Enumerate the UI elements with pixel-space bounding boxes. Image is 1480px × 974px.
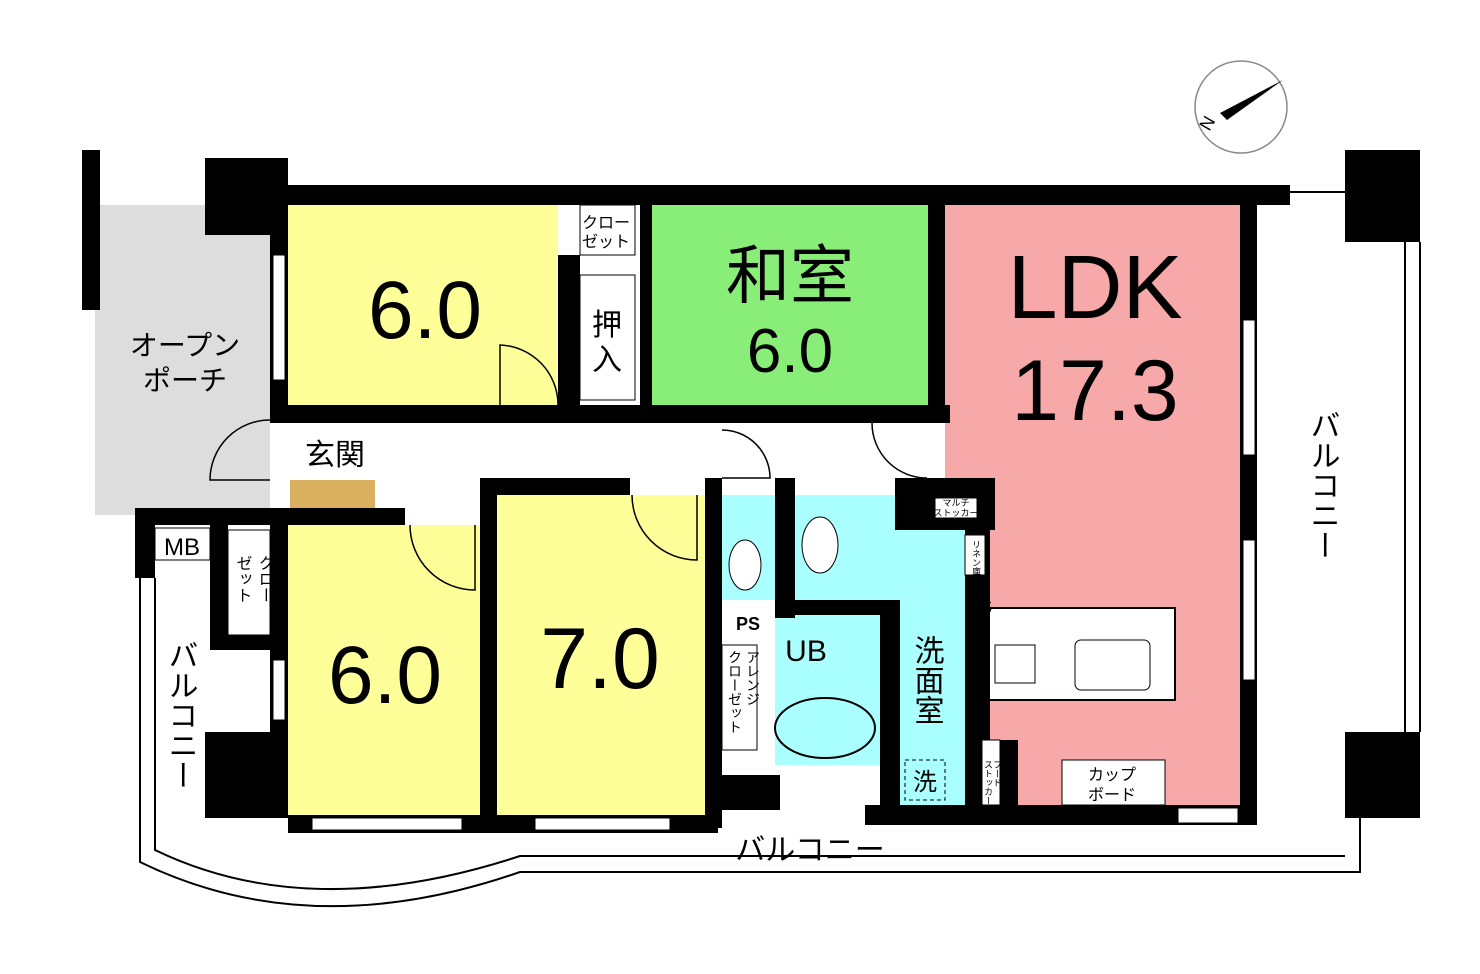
closet-1	[579, 204, 636, 256]
washing-machine-space	[904, 759, 946, 801]
room2-size: 6.0	[328, 630, 442, 721]
entrance-step	[290, 480, 375, 508]
western-room-3	[497, 495, 705, 815]
washitsu-size: 6.0	[747, 317, 833, 386]
balcony-right-label: バルコニー	[1305, 410, 1340, 560]
cupboard	[1061, 759, 1166, 806]
linen-label: リネン庫	[970, 540, 981, 577]
ldk-size: 17.3	[1011, 343, 1178, 439]
cupboard-line1: カップ	[1088, 765, 1136, 784]
closet2-line2: ゼット	[234, 555, 253, 603]
meter-box	[154, 527, 211, 561]
closet2-line1: クロー	[256, 555, 275, 603]
cupboard-line2: ボード	[1088, 785, 1136, 804]
room3-size: 7.0	[540, 611, 660, 707]
closet-2	[227, 529, 271, 636]
mb-label: MB	[164, 534, 200, 561]
arrange-closet	[721, 644, 758, 751]
washroom	[900, 530, 965, 805]
ps-label-1: PS	[736, 614, 760, 634]
windows	[272, 254, 1256, 831]
multi-line1: マルチ	[942, 498, 969, 509]
room1-size: 6.0	[368, 265, 482, 356]
washbasin-icon	[801, 516, 839, 574]
food-line2: ストッカー	[982, 760, 992, 805]
oshiire-line2: 入	[592, 343, 622, 378]
multi-line2: ストッカー	[933, 508, 978, 519]
porch-line1: オープン	[130, 329, 240, 362]
compass-icon: N	[1194, 60, 1288, 154]
senmen-label: 洗面室	[909, 635, 944, 725]
western-room-2	[288, 525, 480, 815]
balcony-bottom-label: バルコニー	[735, 833, 884, 868]
linen-storage	[964, 534, 986, 576]
ub-label: UB	[785, 635, 827, 668]
toilet-icon	[728, 539, 762, 591]
porch-line2: ポーチ	[143, 364, 227, 397]
western-room-1	[288, 205, 558, 405]
ps-label-2: PS	[968, 597, 992, 617]
sink-icon	[1074, 639, 1151, 691]
food-stocker	[981, 739, 1001, 806]
stove-icon	[994, 644, 1036, 684]
arrange-line1: アレンジ	[744, 650, 760, 706]
washitsu-label: 和室	[726, 240, 854, 314]
open-porch-area	[95, 205, 270, 515]
oshiire-line1: 押	[592, 308, 622, 343]
door-swings	[209, 344, 928, 591]
genkan-label: 玄関	[305, 438, 365, 473]
washitsu-room	[652, 205, 928, 405]
bathtub-icon	[774, 697, 876, 759]
food-line1: フード	[991, 760, 1001, 787]
ldk-label: LDK	[1007, 238, 1182, 338]
closet1-line2: ゼット	[582, 232, 630, 251]
sen-label: 洗	[913, 768, 937, 796]
closet1-line1: クロー	[582, 213, 630, 232]
arrange-line2: クローゼット	[726, 650, 742, 734]
porch-wall	[82, 150, 100, 310]
balcony-left-label: バルコニー	[163, 640, 198, 790]
multi-stocker	[934, 497, 978, 519]
balcony-outlines	[139, 191, 1421, 908]
oshiire-closet	[579, 274, 636, 401]
